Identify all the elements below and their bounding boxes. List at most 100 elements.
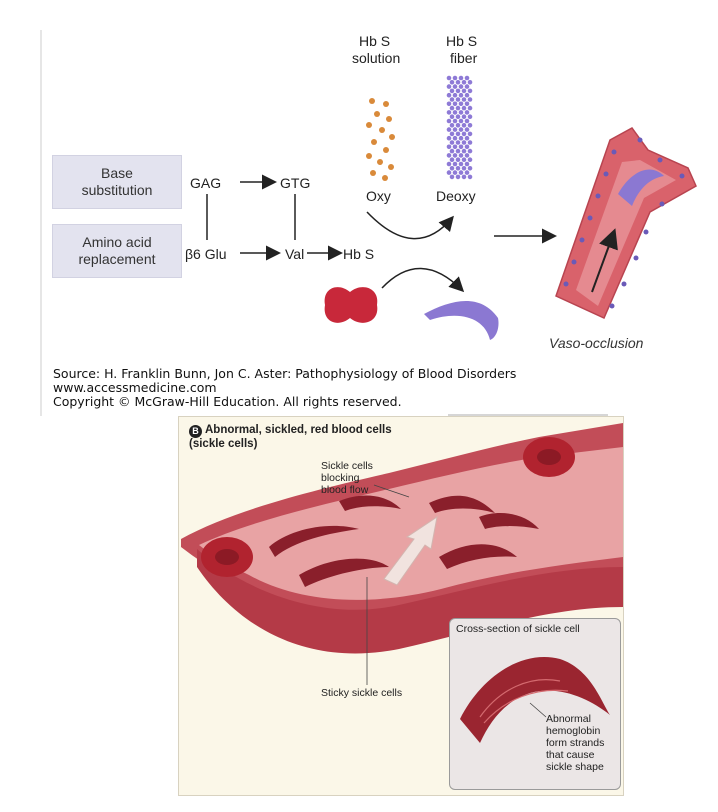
fiber-dot <box>461 174 467 180</box>
fiber-dot <box>452 110 458 115</box>
fiber-dot <box>461 88 467 94</box>
fiber-dot <box>458 118 464 124</box>
sticky-sickle-label: Sticky sickle cells <box>321 687 403 699</box>
abnormal-hemoglobin-label: Abnormal hemoglobin form strands that ca… <box>546 713 604 773</box>
fiber-dot <box>446 127 452 132</box>
fiber-dot <box>452 75 458 81</box>
fiber-dot <box>452 170 458 175</box>
fiber-dot <box>461 105 467 111</box>
fiber-dot <box>455 157 461 162</box>
fiber-dot <box>452 127 458 132</box>
fiber-dot <box>467 140 473 145</box>
fiber-dot <box>461 97 467 102</box>
fiber-dot <box>461 114 467 119</box>
abn-line-2: hemoglobin <box>546 725 601 737</box>
abn-line-3: form strands <box>546 737 605 749</box>
amino-acid-replacement-box: Amino acid replacement <box>52 224 182 278</box>
fiber-dot <box>458 161 464 167</box>
hbs-fiber-label-1: Hb S <box>446 33 478 49</box>
fiber-dot <box>455 105 461 111</box>
abn-line-1: Abnormal <box>546 713 591 725</box>
cross-section-title: Cross-section of sickle cell <box>456 623 580 635</box>
normal-rbc <box>324 287 378 323</box>
fiber-dot <box>458 110 464 115</box>
fiber-dot <box>467 131 473 137</box>
fiber-dot <box>452 153 458 158</box>
fiber-dot <box>452 161 458 167</box>
fiber-dot <box>446 84 452 89</box>
cross-section-inset: Cross-section of sickle cell Abnormal he… <box>449 618 621 790</box>
fiber-dot <box>449 97 455 102</box>
fiber-dot <box>458 101 464 107</box>
b6-glu-label: β6 Glu <box>185 246 227 262</box>
sickle-cell <box>424 300 499 340</box>
panel-b-title-line-1: Abnormal, sickled, red blood cells <box>205 424 392 436</box>
val-label: Val <box>285 246 305 262</box>
fiber-dot <box>458 84 464 89</box>
flow-arrow <box>591 228 618 293</box>
fiber-dot <box>455 174 461 180</box>
fiber-dot <box>455 140 461 145</box>
panel-edge <box>40 30 42 416</box>
blocking-label: Sickle cells blocking blood flow <box>321 460 373 496</box>
vessel-sickle-cell <box>618 169 664 206</box>
fiber-dot <box>464 118 470 124</box>
fiber-dot <box>458 170 464 175</box>
blocking-line-1: Sickle cells <box>321 460 373 472</box>
fiber-dot <box>458 153 464 158</box>
cross-section-graphic <box>460 657 610 743</box>
vaso-occlusion-label: Vaso-occlusion <box>549 335 644 351</box>
fiber-dot <box>449 131 455 137</box>
fiber-dot <box>446 161 452 167</box>
fiber-dot <box>464 170 470 175</box>
fiber-dot <box>467 80 473 85</box>
fiber-dot <box>446 135 452 141</box>
panel-b-badge: B <box>189 425 202 438</box>
fiber-dot <box>458 92 464 98</box>
fiber-dot <box>464 161 470 167</box>
fiber-dot <box>458 144 464 150</box>
fiber-dot <box>449 123 455 128</box>
fiber-dot <box>446 118 452 124</box>
vessel-illustration <box>181 423 623 685</box>
fiber-dot <box>464 75 470 81</box>
fiber-dot <box>455 131 461 137</box>
source-credit: Source: H. Franklin Bunn, Jon C. Aster: … <box>53 367 516 409</box>
fiber-dot <box>449 166 455 171</box>
fiber-dot <box>458 135 464 141</box>
vaso-occlusion-vessel <box>555 127 697 320</box>
fiber-dot <box>464 92 470 98</box>
fiber-dot <box>446 153 452 158</box>
gag-label: GAG <box>190 175 222 191</box>
fiber-dot <box>449 148 455 154</box>
fiber-dot <box>455 114 461 119</box>
source-line-2: www.accessmedicine.com <box>53 380 217 395</box>
fiber-dot <box>467 174 473 180</box>
base-substitution-box: Base substitution <box>52 155 182 209</box>
oxy-label: Oxy <box>366 188 391 204</box>
panel-divider <box>448 414 608 416</box>
fiber-dot <box>446 92 452 98</box>
fiber-dot <box>449 105 455 111</box>
abn-line-4: that cause <box>546 749 595 761</box>
fiber-dot <box>449 174 455 180</box>
fiber-dot <box>467 157 473 162</box>
fiber-dot <box>461 140 467 145</box>
fiber-dot <box>449 140 455 145</box>
fiber-dot <box>467 97 473 102</box>
fiber-dot <box>464 101 470 107</box>
fiber-dot <box>467 88 473 94</box>
fiber-dot <box>464 127 470 132</box>
fiber-dot <box>452 84 458 89</box>
fiber-dot <box>464 84 470 89</box>
fiber-dot <box>452 144 458 150</box>
hbs-solution-dots <box>366 98 395 181</box>
fiber-dot <box>449 157 455 162</box>
hbs-solution-label-2: solution <box>352 50 401 66</box>
gtg-label: GTG <box>280 175 311 191</box>
fiber-dot <box>446 144 452 150</box>
fiber-dot <box>455 80 461 85</box>
fiber-dot <box>461 123 467 128</box>
blocking-line-2: blocking <box>321 472 360 484</box>
